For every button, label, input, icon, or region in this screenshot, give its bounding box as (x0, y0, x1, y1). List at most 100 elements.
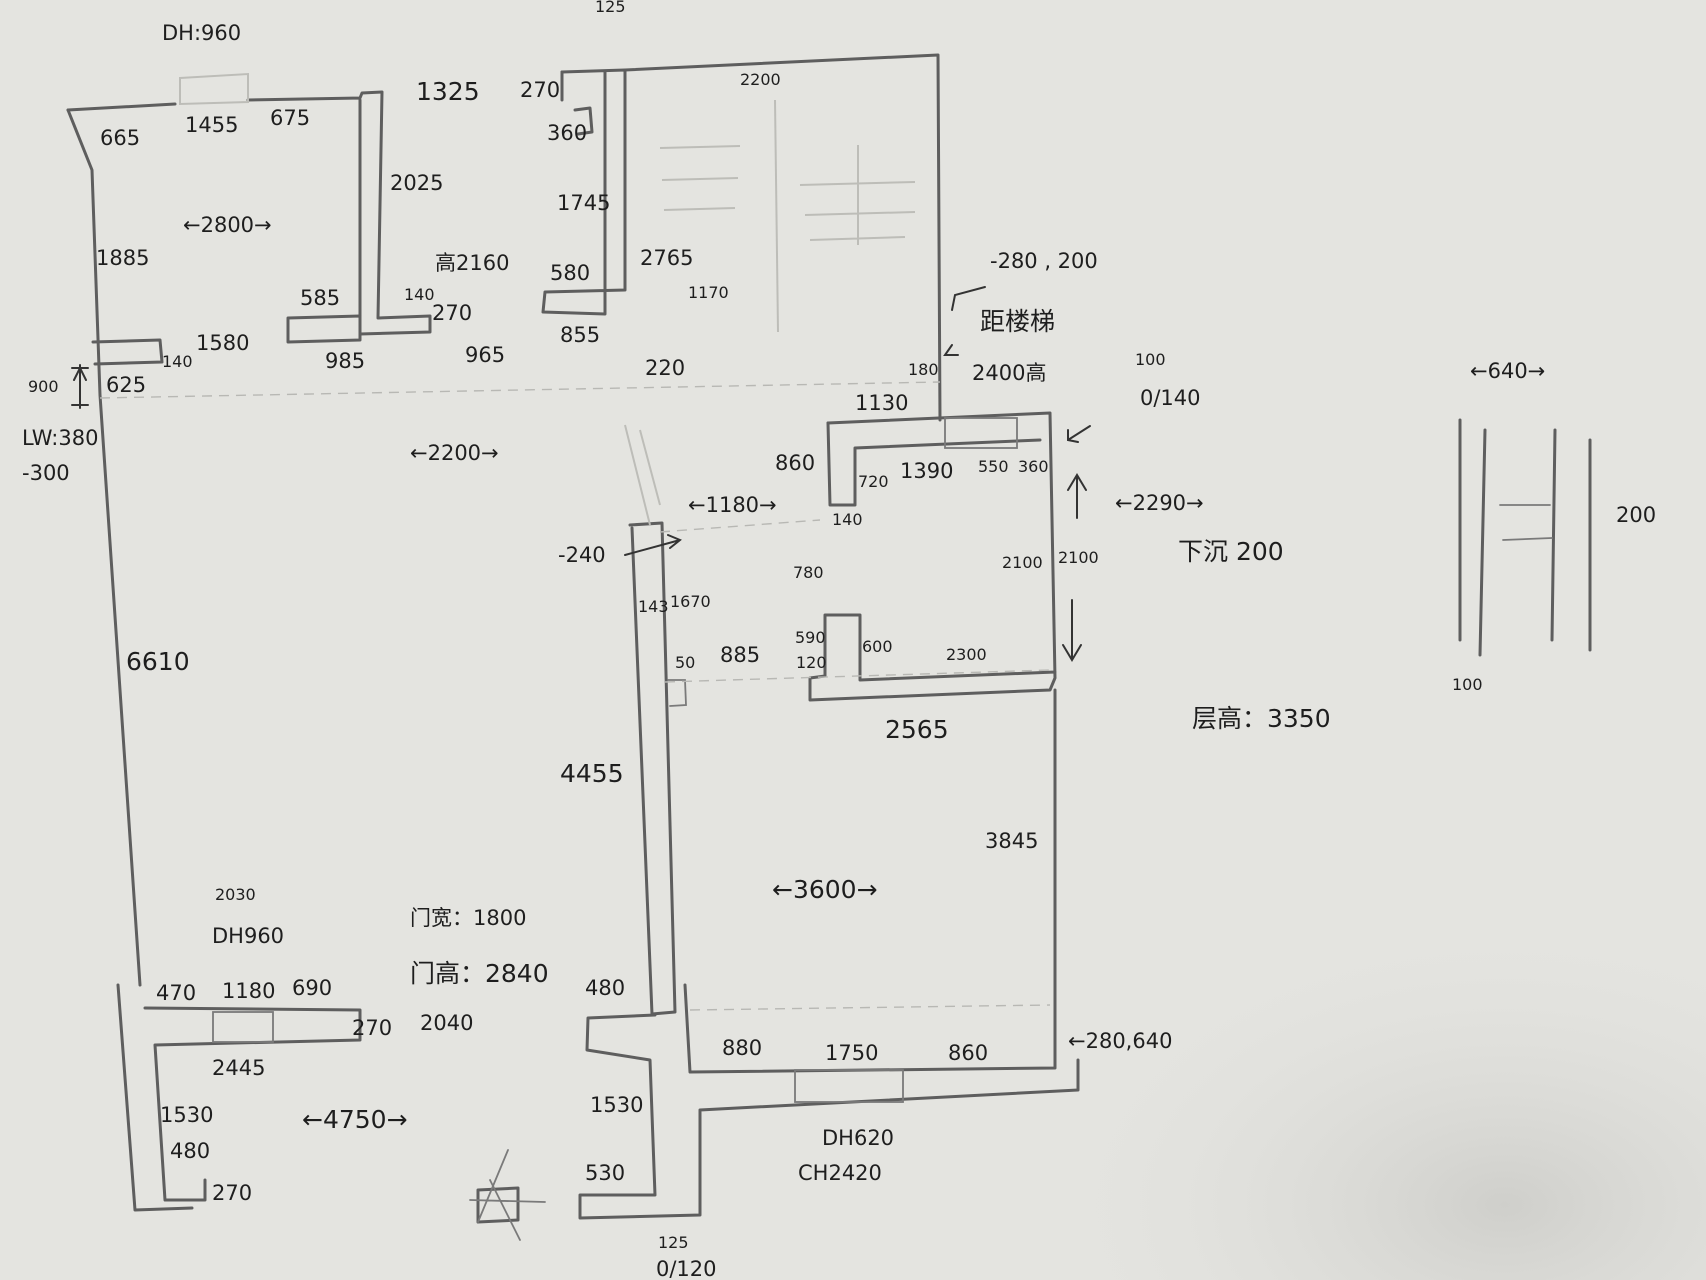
dim-1530-a: 1530 (160, 1103, 213, 1127)
dim-2565: 2565 (885, 715, 949, 744)
dim-530: 530 (585, 1161, 625, 1185)
dim-2100-b: 2100 (1058, 548, 1099, 567)
dim-1180-b: 1180 (222, 979, 275, 1003)
dim-125-top: 125 (595, 0, 626, 16)
dim-100-right: 100 (1135, 350, 1166, 369)
arrow-right-icon (624, 534, 682, 556)
dim-1180: ←1180→ (688, 493, 777, 517)
dimension-labels: DH:960 665 1455 675 1325 270 125 2200 36… (22, 0, 1656, 1280)
dim-2025: 2025 (390, 171, 443, 195)
dim-1885: 1885 (96, 246, 149, 270)
dim-2800: ←2800→ (183, 213, 272, 237)
dh-960-bottom: DH960 (212, 924, 284, 948)
note-beam: 距楼梯 (980, 307, 1055, 336)
dim-120: 120 (796, 653, 827, 672)
dim-3600: ←3600→ (772, 875, 878, 904)
living-room-bottom-wall (578, 1013, 1080, 1220)
ht-2160: 高2160 (435, 251, 509, 275)
dim-270-d: 270 (212, 1181, 252, 1205)
partition-notch (667, 679, 687, 707)
dim-2445: 2445 (212, 1056, 265, 1080)
dim-2200-mid: ←2200→ (410, 441, 499, 465)
dim-2040: 2040 (420, 1011, 473, 1035)
dim-2100-a: 2100 (1002, 553, 1043, 572)
lw-380: LW:380 (22, 426, 98, 450)
dh-620: DH620 (822, 1126, 894, 1150)
left-shelf (286, 314, 362, 344)
arrows (71, 286, 1091, 662)
dim-3845: 3845 (985, 829, 1038, 853)
dim-720: 720 (858, 472, 889, 491)
dim-270-b: 270 (432, 301, 472, 325)
dim-855: 855 (560, 323, 600, 347)
dim-1390: 1390 (900, 459, 953, 483)
dim-1170: 1170 (688, 283, 729, 302)
dim-780: 780 (793, 563, 824, 582)
bathroom-inner-wall (826, 421, 1042, 507)
dim-4455: 4455 (560, 759, 624, 788)
dim-1745: 1745 (557, 191, 610, 215)
dim-590: 590 (795, 628, 826, 647)
dim-1130: 1130 (855, 391, 908, 415)
dim-480-a: 480 (585, 976, 625, 1000)
dim-200-right: 200 (1616, 503, 1656, 527)
paper-shadow (900, 780, 1706, 1280)
floor-height: 层高：3350 (1192, 704, 1331, 733)
window-detail-sketch (1458, 418, 1592, 657)
dim-280-200: -280 , 200 (990, 249, 1098, 273)
bottom-left-wall (143, 1006, 362, 1202)
left-bedroom-wall (66, 90, 432, 336)
dim-6610: 6610 (126, 647, 190, 676)
arrow-up-icon (1067, 473, 1087, 519)
bathroom-window-block (944, 417, 1018, 449)
bottom-left-window (212, 1011, 274, 1043)
dim-690: 690 (292, 976, 332, 1000)
dim-2200-top: 2200 (740, 70, 781, 89)
dim-580: 580 (550, 261, 590, 285)
dim-860-b: 860 (948, 1041, 988, 1065)
dim-180: 180 (908, 360, 939, 379)
dim-1325: 1325 (416, 77, 480, 106)
dim-360: 360 (547, 121, 587, 145)
dim-125-bottom: 125 (658, 1233, 689, 1252)
dim-625: 625 (106, 373, 146, 397)
left-inner-ledge (91, 338, 164, 366)
stair-symbol (469, 1149, 546, 1241)
faint-lines (99, 72, 1051, 1011)
arrow-down-icon (1062, 599, 1082, 662)
dim-1580: 1580 (196, 331, 249, 355)
bottom-left-outer (116, 983, 194, 1212)
dim-600: 600 (862, 637, 893, 656)
dim-2300: 2300 (946, 645, 987, 664)
left-outer-wall (66, 108, 142, 987)
dim-270-a: 270 (520, 78, 560, 102)
dim-360-b: 360 (1018, 457, 1049, 476)
dim-1530-b: 1530 (590, 1093, 643, 1117)
dim-900: 900 (28, 377, 59, 396)
dim-985: 985 (325, 349, 365, 373)
dim-0-120: 0/120 (656, 1257, 717, 1280)
dim-140-b: 140 (162, 352, 193, 371)
ht-2400: 2400高 (972, 361, 1046, 385)
dim-220: 220 (645, 356, 685, 380)
dim-100-bottom: 100 (1452, 675, 1483, 694)
dim-585: 585 (300, 286, 340, 310)
dim-885: 885 (720, 643, 760, 667)
dim-860-mid: 860 (775, 451, 815, 475)
top-right-room-wall (623, 53, 942, 422)
dim-140-c: 140 (832, 510, 863, 529)
dim-neg300: -300 (22, 461, 70, 485)
dim-140-a: 140 (404, 285, 435, 304)
dim-50: 50 (675, 653, 695, 672)
top-stub (560, 70, 594, 136)
dim-280-640: ←280,640 (1068, 1029, 1172, 1053)
ch-2420: CH2420 (798, 1161, 882, 1185)
dim-470: 470 (156, 981, 196, 1005)
dim-0-140: 0/140 (1140, 386, 1201, 410)
dim-2030: 2030 (215, 885, 256, 904)
dim-550: 550 (978, 457, 1009, 476)
dim-965: 965 (465, 343, 505, 367)
dim-143: 143 (638, 597, 669, 616)
dim-4750: ←4750→ (302, 1105, 408, 1134)
